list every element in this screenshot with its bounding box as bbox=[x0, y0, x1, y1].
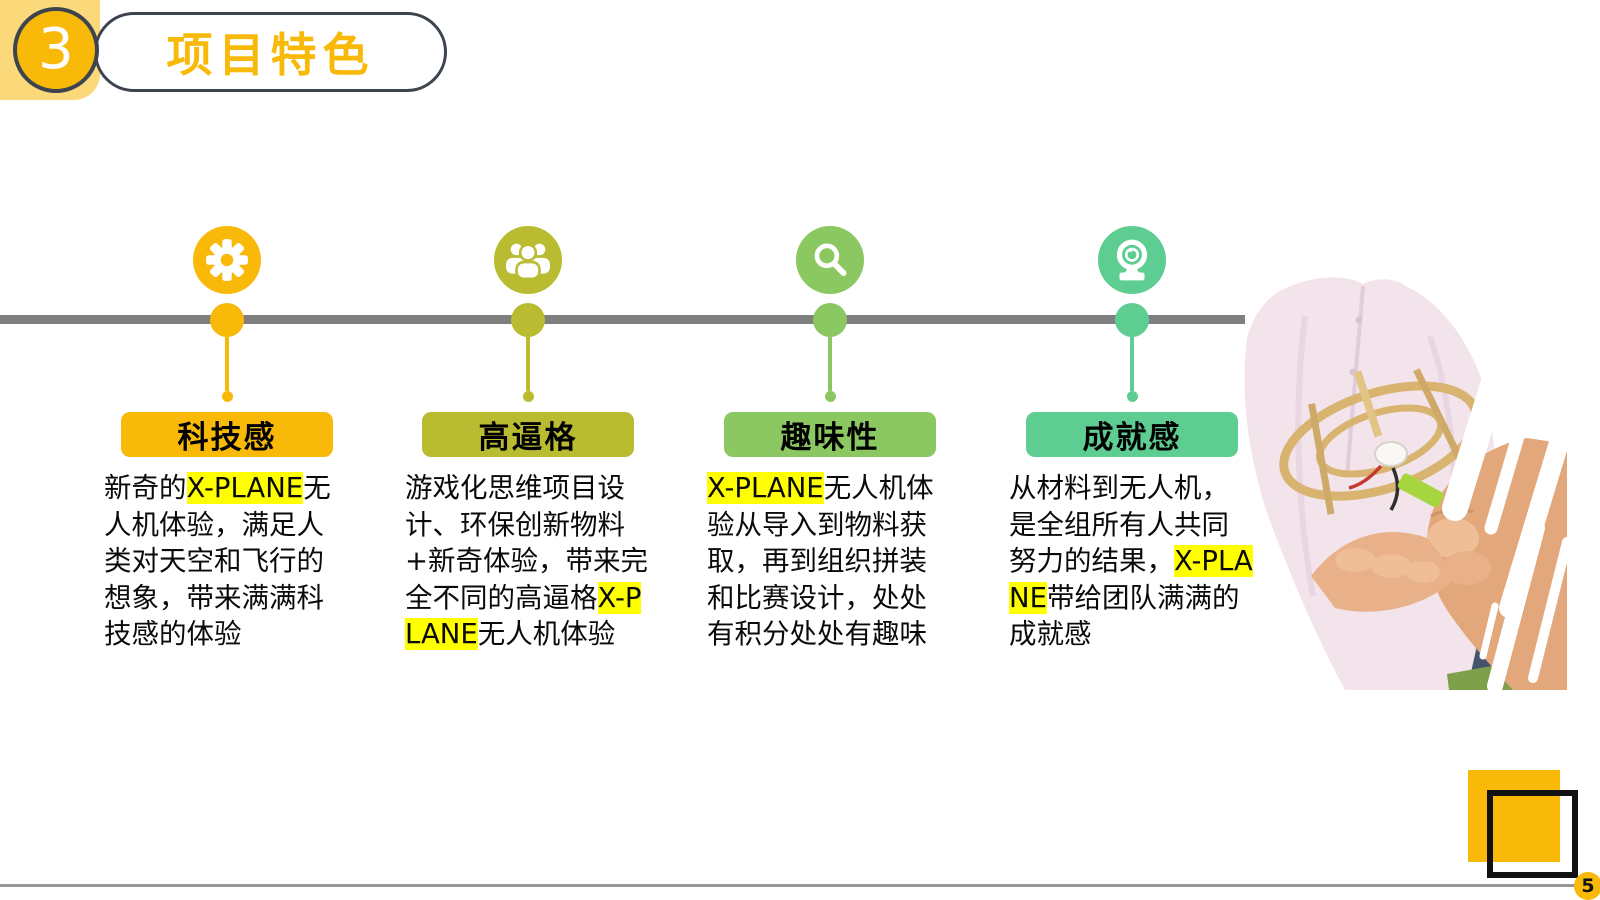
webcam-icon bbox=[1098, 226, 1166, 294]
connector-line bbox=[828, 337, 832, 391]
description-text: 游戏化思维项目设计、环保创新物料+新奇体验，带来完全不同的高逼格 bbox=[405, 472, 649, 614]
section-number-badge: 3 bbox=[13, 7, 99, 93]
title-pill: 项目特色 bbox=[94, 12, 447, 92]
xplane-highlight: X-PLANE bbox=[707, 472, 824, 504]
gear-icon bbox=[193, 226, 261, 294]
hands-drone-photo bbox=[1195, 276, 1574, 694]
xplane-highlight: X-PLANE bbox=[186, 472, 304, 504]
connector-end-dot bbox=[824, 391, 836, 402]
hands-drone-photo-art bbox=[1244, 276, 1574, 694]
group-icon bbox=[494, 226, 562, 294]
description-text: 无人机体验 bbox=[477, 618, 616, 650]
feature-badge: 趣味性 bbox=[724, 412, 936, 457]
feature-description: X-PLANE无人机体验从导入到物料获取，再到组织拼装和比赛设计，处处有积分处处… bbox=[707, 470, 953, 653]
timeline-node-dot bbox=[210, 303, 244, 337]
description-text: 无人机体验，满足人类对天空和飞行的想象，带来满满科技感的体验 bbox=[104, 472, 331, 650]
feature-description: 新奇的X-PLANE无人机体验，满足人类对天空和飞行的想象，带来满满科技感的体验 bbox=[104, 470, 350, 653]
feature-description: 游戏化思维项目设计、环保创新物料+新奇体验，带来完全不同的高逼格X-PLANE无… bbox=[405, 470, 651, 653]
feature-badge: 成就感 bbox=[1026, 412, 1238, 457]
feature-description: 从材料到无人机，是全组所有人共同努力的结果，X-PLANE带给团队满满的成就感 bbox=[1009, 470, 1255, 653]
section-number: 3 bbox=[38, 17, 74, 82]
footer-yellow-square bbox=[1468, 770, 1560, 862]
description-text: 无人机体验从导入到物料获取，再到组织拼装和比赛设计，处处有积分处处有趣味 bbox=[707, 472, 934, 650]
footer-rule bbox=[0, 884, 1600, 887]
description-text: 新奇的 bbox=[104, 472, 187, 504]
feature-badge: 高逼格 bbox=[422, 412, 634, 457]
feature-column: 成就感从材料到无人机，是全组所有人共同努力的结果，X-PLANE带给团队满满的成… bbox=[1000, 0, 1264, 700]
connector-end-dot bbox=[1126, 391, 1138, 402]
description-text: 带给团队满满的成就感 bbox=[1009, 581, 1240, 651]
page-number: 5 bbox=[1581, 875, 1595, 897]
magnifier-icon bbox=[796, 226, 864, 294]
timeline-node-dot bbox=[813, 303, 847, 337]
connector-end-dot bbox=[522, 391, 534, 402]
page-title: 项目特色 bbox=[166, 28, 375, 82]
description-text: 从材料到无人机，是全组所有人共同努力的结果， bbox=[1009, 472, 1229, 577]
connector-line bbox=[1130, 337, 1134, 391]
footer-outline-square bbox=[1487, 790, 1578, 878]
feature-column: 科技感新奇的X-PLANE无人机体验，满足人类对天空和飞行的想象，带来满满科技感… bbox=[95, 0, 359, 700]
feature-badge: 科技感 bbox=[121, 412, 333, 457]
timeline-node-dot bbox=[1115, 303, 1149, 337]
feature-column: 趣味性 X-PLANE无人机体验从导入到物料获取，再到组织拼装和比赛设计，处处有积… bbox=[698, 0, 962, 700]
connector-line bbox=[225, 337, 229, 391]
connector-end-dot bbox=[221, 391, 233, 402]
timeline-node-dot bbox=[511, 303, 545, 337]
page-number-badge: 5 bbox=[1574, 872, 1600, 900]
connector-line bbox=[526, 337, 530, 391]
timeline-bar bbox=[0, 315, 1245, 324]
feature-column: 高逼格游戏化思维项目设计、环保创新物料+新奇体验，带来完全不同的高逼格X-PLA… bbox=[396, 0, 660, 700]
